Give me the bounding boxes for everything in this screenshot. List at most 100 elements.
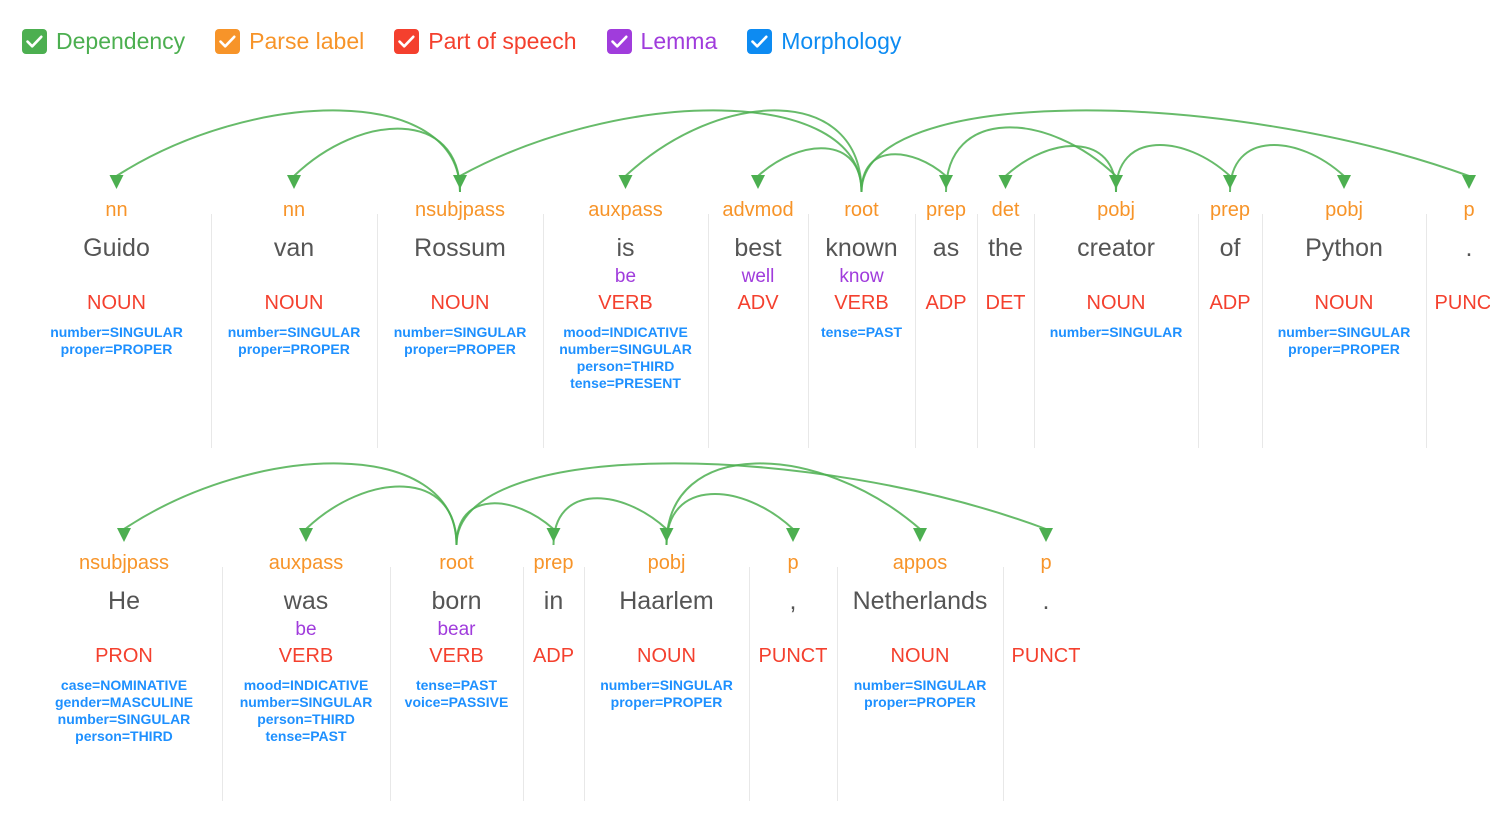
dependency-arc bbox=[1229, 144, 1345, 193]
morphology-feature: proper=PROPER bbox=[404, 341, 516, 357]
token-word: Rossum bbox=[414, 234, 506, 262]
dependency-arrowhead bbox=[939, 175, 953, 189]
display-options-legend: Dependency Parse label Part of speech Lemma… bbox=[22, 22, 901, 60]
checkbox-checked-icon[interactable] bbox=[394, 28, 420, 54]
morphology-feature: case=NOMINATIVE bbox=[60, 677, 188, 693]
dependency-arc bbox=[665, 462, 921, 546]
part-of-speech-label: DET bbox=[985, 292, 1026, 314]
dependency-arrowhead bbox=[1109, 175, 1123, 189]
token[interactable]: p,PUNCT bbox=[749, 553, 837, 801]
legend-label: Dependency bbox=[56, 27, 186, 54]
dependency-arc bbox=[860, 109, 1470, 193]
part-of-speech-label: VERB bbox=[278, 645, 334, 667]
dependency-label: prep bbox=[533, 552, 574, 574]
dependency-arrowhead bbox=[299, 528, 313, 542]
morphology-feature: proper=PROPER bbox=[60, 341, 173, 357]
part-of-speech-label: ADP bbox=[925, 292, 967, 314]
dependency-label: nn bbox=[282, 199, 306, 221]
part-of-speech-label: VERB bbox=[598, 292, 653, 314]
token-word: was bbox=[283, 587, 329, 615]
legend-toggle-parse-label[interactable]: Parse label bbox=[215, 28, 364, 54]
part-of-speech-label: VERB bbox=[834, 292, 889, 314]
checkbox-checked-icon[interactable] bbox=[215, 28, 241, 54]
dependency-arc-layer bbox=[117, 462, 1053, 546]
part-of-speech-label: PUNCT bbox=[758, 645, 828, 667]
legend-toggle-dependency[interactable]: Dependency bbox=[22, 27, 186, 54]
token-word: van bbox=[273, 234, 315, 262]
morphology-feature: person=THIRD bbox=[576, 358, 675, 374]
part-of-speech-label: ADP bbox=[1209, 292, 1251, 314]
token[interactable]: p.PUNCT bbox=[1426, 200, 1490, 448]
token-word: is bbox=[616, 234, 635, 262]
morphology-feature: gender=MASCULINE bbox=[54, 694, 194, 710]
morphology-feature: proper=PROPER bbox=[864, 694, 976, 710]
token-word: best bbox=[734, 234, 782, 262]
dependency-label: pobj bbox=[1325, 199, 1363, 221]
part-of-speech-label: NOUN bbox=[430, 292, 490, 314]
dependency-arrowhead bbox=[1223, 175, 1237, 189]
morphology-feature: mood=INDICATIVE bbox=[243, 677, 369, 693]
token-word: known bbox=[825, 234, 898, 262]
token-lemma: be bbox=[614, 266, 637, 287]
token-word: born bbox=[431, 587, 482, 615]
dependency-arc bbox=[455, 502, 555, 546]
dependency-arrowhead bbox=[453, 175, 467, 189]
dependency-label: prep bbox=[1209, 199, 1251, 221]
part-of-speech-label: NOUN bbox=[637, 645, 696, 667]
part-of-speech-label: ADV bbox=[737, 292, 779, 314]
token-word: Netherlands bbox=[852, 587, 988, 615]
dependency-label: nsubjpass bbox=[414, 199, 506, 221]
dependency-arrowhead bbox=[117, 528, 131, 542]
token[interactable]: p.PUNCT bbox=[1003, 553, 1089, 801]
dependency-arrowhead bbox=[913, 528, 927, 542]
morphology-feature: number=SINGULAR bbox=[853, 677, 987, 693]
part-of-speech-label: NOUN bbox=[264, 292, 324, 314]
dependency-label: auxpass bbox=[268, 552, 344, 574]
checkbox-checked-icon[interactable] bbox=[747, 28, 773, 54]
checkbox-checked-icon[interactable] bbox=[22, 28, 47, 54]
dependency-arc bbox=[123, 462, 458, 546]
legend-toggle-morphology[interactable]: Morphology bbox=[747, 28, 901, 54]
dependency-arc bbox=[624, 109, 863, 193]
dependency-arrowhead bbox=[546, 528, 561, 542]
checkbox-checked-icon[interactable] bbox=[606, 28, 632, 54]
legend-label: Lemma bbox=[640, 27, 718, 54]
legend-toggle-lemma[interactable]: Lemma bbox=[606, 27, 718, 54]
dependency-arc bbox=[1004, 145, 1117, 193]
dependency-arc bbox=[293, 127, 461, 193]
token-word: , bbox=[789, 587, 797, 615]
dependency-arrowhead bbox=[1337, 175, 1351, 189]
morphology-feature: number=SINGULAR bbox=[600, 677, 733, 693]
token-lemma: well bbox=[741, 266, 775, 287]
dependency-arrowhead bbox=[998, 175, 1013, 189]
dependency-arc bbox=[757, 147, 863, 193]
dependency-arrowhead bbox=[287, 175, 301, 189]
morphology-feature: number=SINGULAR bbox=[559, 341, 692, 357]
token-lemma: know bbox=[839, 266, 884, 287]
legend-toggle-part-of-speech[interactable]: Part of speech bbox=[394, 28, 577, 54]
dependency-arrowhead bbox=[1462, 175, 1476, 189]
dependency-label: det bbox=[991, 199, 1020, 221]
morphology-feature: person=THIRD bbox=[75, 728, 173, 744]
dependency-arrowhead bbox=[751, 175, 765, 189]
dependency-arrowhead bbox=[659, 528, 674, 542]
